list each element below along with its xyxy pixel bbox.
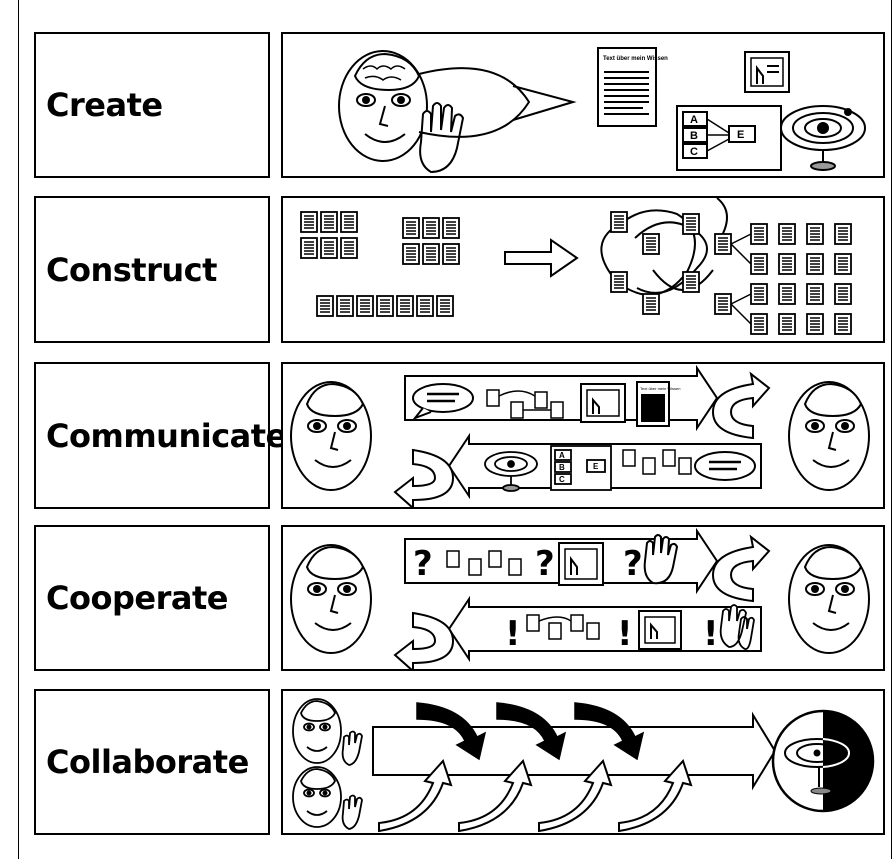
linked-documents-icon xyxy=(526,614,600,640)
abc-diagram-icon: A B C E xyxy=(550,445,612,491)
exclamation-mark-3: ! xyxy=(703,614,719,654)
box-a: A xyxy=(690,114,698,126)
sender-head-icon xyxy=(290,544,372,654)
illustration-communicate: Text über mein Wissen A B C E xyxy=(281,362,885,509)
knowledge-globe-icon xyxy=(780,105,866,171)
person-1-head-icon xyxy=(292,698,363,766)
label-communicate: Communicate xyxy=(34,362,287,509)
document-pile-icon xyxy=(300,211,460,317)
label-collaborate-text: Collaborate xyxy=(46,743,249,781)
document-icon: Text über mein Wissen xyxy=(597,47,668,127)
exclamation-mark-2: ! xyxy=(617,614,633,654)
label-collaborate: Collaborate xyxy=(34,689,270,835)
box-a: A xyxy=(559,451,565,460)
speech-bubble-icon xyxy=(411,383,474,421)
box-e: E xyxy=(737,129,744,141)
person-2-head-icon xyxy=(292,766,363,830)
picture-frame-icon xyxy=(744,51,790,93)
linked-documents-icon xyxy=(486,389,564,419)
label-construct-text: Construct xyxy=(46,250,217,289)
small-documents-icon xyxy=(446,550,522,576)
label-cooperate-text: Cooperate xyxy=(46,579,228,617)
illustration-cooperate: ? ? ? ! ! ! xyxy=(281,525,885,671)
label-communicate-text: Communicate xyxy=(46,416,287,455)
return-arrow-icon xyxy=(393,448,455,507)
return-arrow-icon xyxy=(711,534,771,603)
picture-frame-icon xyxy=(558,542,604,586)
document-network-icon xyxy=(600,198,852,335)
document-icon: Text über mein Wissen xyxy=(636,381,680,427)
receiver-head-icon xyxy=(788,544,870,654)
raised-hand-icon xyxy=(419,102,465,174)
picture-frame-icon xyxy=(638,610,682,650)
knowledge-globe-icon xyxy=(484,451,538,492)
abc-diagram-icon: A B C E xyxy=(676,105,782,171)
exclamation-mark-1: ! xyxy=(505,614,521,654)
box-b: B xyxy=(690,130,698,142)
arrow-create-out xyxy=(418,67,531,138)
illustration-create: Text über mein Wissen A B C xyxy=(281,32,885,178)
question-mark-1: ? xyxy=(413,544,433,584)
receiver-head-icon xyxy=(788,381,870,491)
return-arrow-icon xyxy=(711,371,771,440)
answer-arrow-left xyxy=(447,595,762,663)
label-construct: Construct xyxy=(34,196,270,343)
box-c: C xyxy=(690,146,698,158)
shared-knowledge-globe-icon xyxy=(771,709,875,813)
contribution-arrows-light xyxy=(378,759,693,833)
linked-documents-icon xyxy=(622,449,692,475)
two-hands-icon xyxy=(719,604,755,650)
sender-head-icon xyxy=(290,381,372,491)
document-text: Text über mein Wissen xyxy=(640,386,680,391)
question-mark-3: ? xyxy=(623,544,643,584)
label-cooperate: Cooperate xyxy=(34,525,270,671)
label-create: Create xyxy=(34,32,270,178)
box-c: C xyxy=(559,475,565,484)
question-mark-2: ? xyxy=(535,544,555,584)
speech-bubble-icon xyxy=(694,451,756,481)
illustration-collaborate xyxy=(281,689,885,835)
box-b: B xyxy=(559,463,565,472)
box-e: E xyxy=(593,462,599,471)
label-create-text: Create xyxy=(46,86,163,124)
return-arrow-icon xyxy=(393,611,455,669)
arrow-right-icon xyxy=(504,238,579,278)
contribution-arrows-dark xyxy=(416,702,645,761)
page-frame xyxy=(18,0,892,859)
document-text: Text über mein Wissen xyxy=(603,56,668,62)
hand-icon xyxy=(643,534,679,585)
person-head-icon xyxy=(338,50,428,162)
illustration-construct xyxy=(281,196,885,343)
picture-frame-icon xyxy=(580,383,626,423)
